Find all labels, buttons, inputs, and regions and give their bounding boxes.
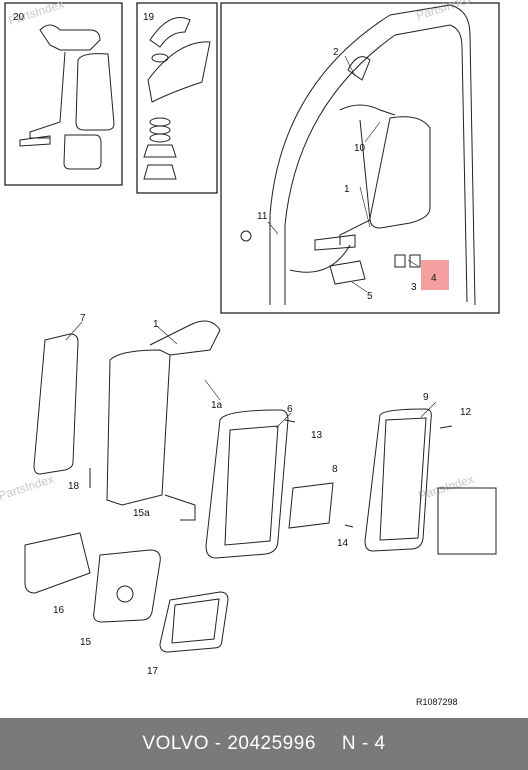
- callout-2: 2: [333, 47, 339, 58]
- callout-1-main: 1: [153, 319, 159, 330]
- callout-labels: 20 19 2 10 1 11 4 3 5 7 1 1a 6 13 9 12 1…: [13, 12, 472, 677]
- callout-6: 6: [287, 404, 293, 415]
- exploded-view-sketch: [24, 320, 497, 653]
- callout-20: 20: [13, 12, 25, 23]
- callout-4: 4: [431, 273, 437, 284]
- callout-17: 17: [147, 666, 159, 677]
- callout-16: 16: [53, 605, 65, 616]
- inset-box-19: [136, 2, 218, 194]
- callout-8: 8: [332, 464, 338, 475]
- clamp-parts-sketch: [143, 17, 211, 180]
- reference-code: R1087298: [416, 697, 458, 707]
- callout-1: 1: [344, 184, 350, 195]
- callout-15: 15: [80, 637, 92, 648]
- inset-box-cab: [220, 2, 500, 314]
- inset-box-20: [4, 2, 123, 186]
- part-number: VOLVO - 20425996: [142, 733, 316, 754]
- callout-10: 10: [354, 143, 366, 154]
- mirror-assembly-sketch: [19, 24, 115, 170]
- parts-diagram: PartsIndex PartsIndex PartsIndex PartsIn…: [0, 0, 500, 707]
- watermark: PartsIndex: [0, 472, 55, 503]
- callout-15a: 15a: [133, 508, 150, 519]
- position-label: N - 4: [341, 733, 386, 754]
- callout-9: 9: [423, 392, 429, 403]
- callout-5: 5: [367, 291, 373, 302]
- footer-bar: VOLVO - 20425996 N - 4: [0, 718, 528, 770]
- callout-1a: 1a: [211, 400, 223, 411]
- callout-11: 11: [257, 211, 268, 222]
- callout-3: 3: [411, 282, 417, 293]
- callout-7: 7: [80, 313, 86, 324]
- highlight-box-item-4: [421, 260, 449, 290]
- leader-lines: [65, 55, 437, 429]
- callout-14: 14: [337, 538, 349, 549]
- callout-13: 13: [311, 430, 323, 441]
- cab-mirror-sketch: [240, 4, 476, 306]
- callout-12: 12: [460, 407, 472, 418]
- callout-19: 19: [143, 12, 155, 23]
- callout-18: 18: [68, 481, 80, 492]
